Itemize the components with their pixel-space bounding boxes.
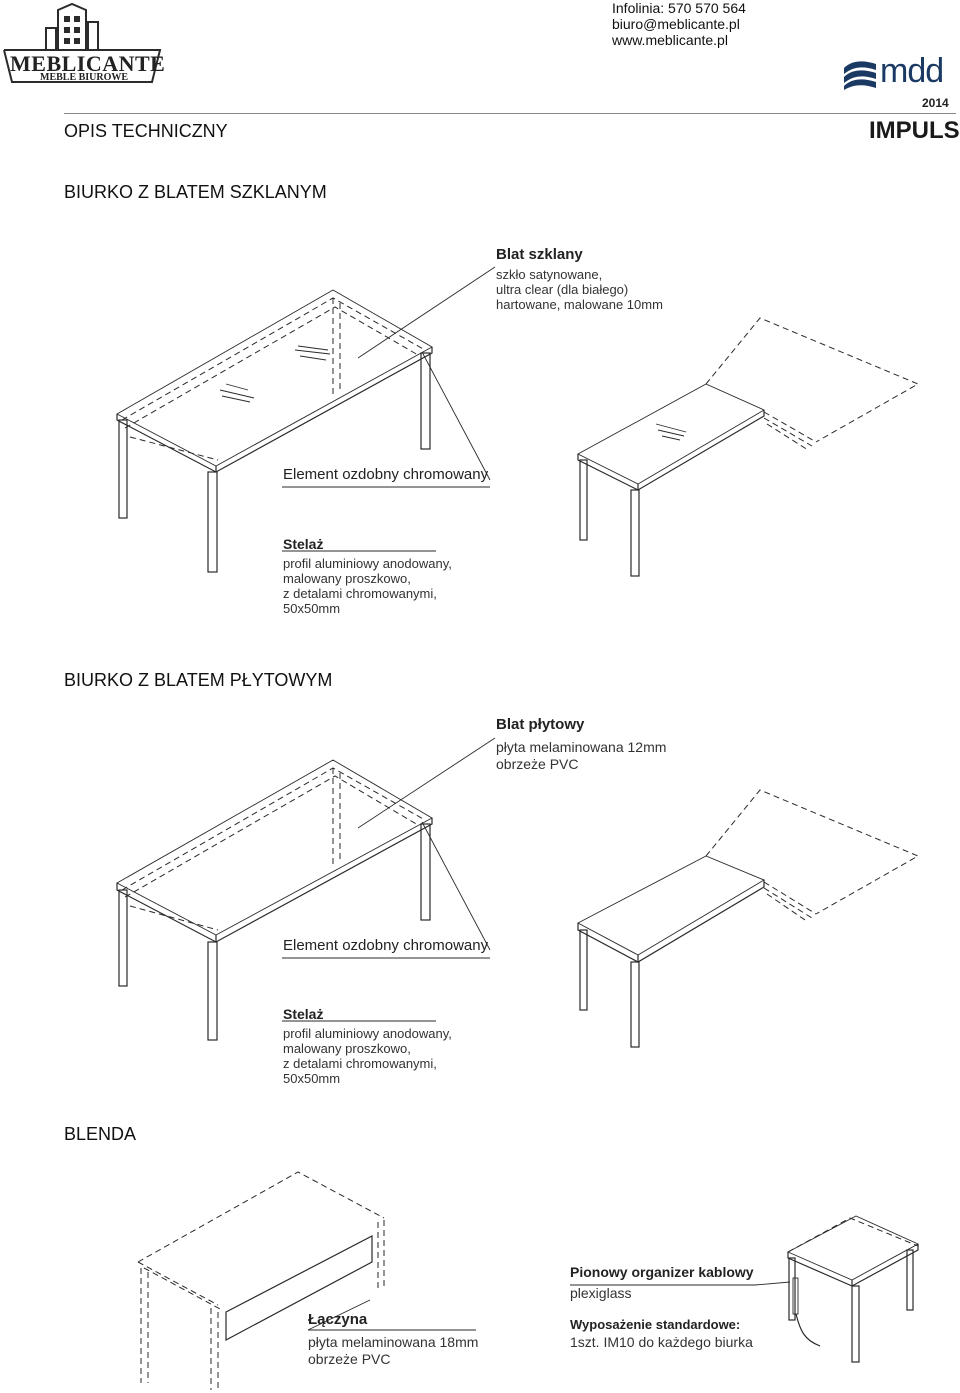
equipment-label: Wyposażenie standardowe: bbox=[570, 1317, 741, 1332]
section-title-glass-desk: BIURKO Z BLATEM SZKLANYM bbox=[64, 182, 327, 202]
panel-spec: płyta melaminowana 18mm obrzeże PVC bbox=[308, 1334, 479, 1367]
brand-logo: MEBLICANTE MEBLE BIUROWE bbox=[2, 2, 166, 86]
cable-organizer-drawing bbox=[570, 1215, 920, 1363]
glass-top-label: Blat szklany bbox=[496, 246, 583, 263]
panel-label: Łączyna bbox=[308, 1311, 368, 1328]
board-desk-drawing bbox=[116, 737, 920, 1048]
frame-label-2: Stelaż bbox=[283, 1006, 324, 1022]
section-title-blenda: BLENDA bbox=[64, 1124, 137, 1144]
organizer-label: Pionowy organizer kablowy bbox=[570, 1264, 754, 1280]
contact-phone: Infolinia: 570 570 564 bbox=[612, 0, 746, 16]
contact-website[interactable]: www.meblicante.pl bbox=[612, 32, 728, 48]
organizer-material: plexiglass bbox=[570, 1285, 632, 1301]
mdd-logo-text: mdd bbox=[880, 52, 944, 90]
brand-name: MEBLICANTE bbox=[10, 51, 166, 76]
contact-email[interactable]: biuro@meblicante.pl bbox=[612, 16, 740, 32]
chrome-element-label-2: Element ozdobny chromowany bbox=[283, 937, 489, 954]
header-rule bbox=[64, 113, 956, 114]
modesty-panel-drawing bbox=[137, 1171, 476, 1390]
board-top-label: Blat płytowy bbox=[496, 716, 585, 733]
frame-label: Stelaż bbox=[283, 536, 324, 552]
brand-tagline: MEBLE BIUROWE bbox=[40, 72, 129, 83]
board-top-spec: płyta melaminowana 12mm obrzeże PVC bbox=[496, 739, 667, 772]
frame-spec-2: profil aluminiowy anodowany, malowany pr… bbox=[283, 1026, 452, 1086]
catalog-year: 2014 bbox=[922, 96, 949, 110]
equipment-spec: 1szt. IM10 do każdego biurka bbox=[570, 1334, 753, 1350]
doc-title: OPIS TECHNICZNY bbox=[64, 121, 228, 141]
glass-desk-drawing bbox=[116, 266, 920, 577]
mdd-wave-icon bbox=[844, 61, 876, 90]
frame-spec: profil aluminiowy anodowany, malowany pr… bbox=[283, 556, 452, 616]
building-icon bbox=[3, 2, 162, 83]
section-title-board-desk: BIURKO Z BLATEM PŁYTOWYM bbox=[64, 670, 333, 690]
mdd-logo: mdd bbox=[842, 52, 954, 92]
chrome-element-label: Element ozdobny chromowany bbox=[283, 466, 489, 483]
glass-top-spec: szkło satynowane, ultra clear (dla białe… bbox=[496, 267, 663, 312]
series-name: IMPULS bbox=[869, 117, 960, 144]
